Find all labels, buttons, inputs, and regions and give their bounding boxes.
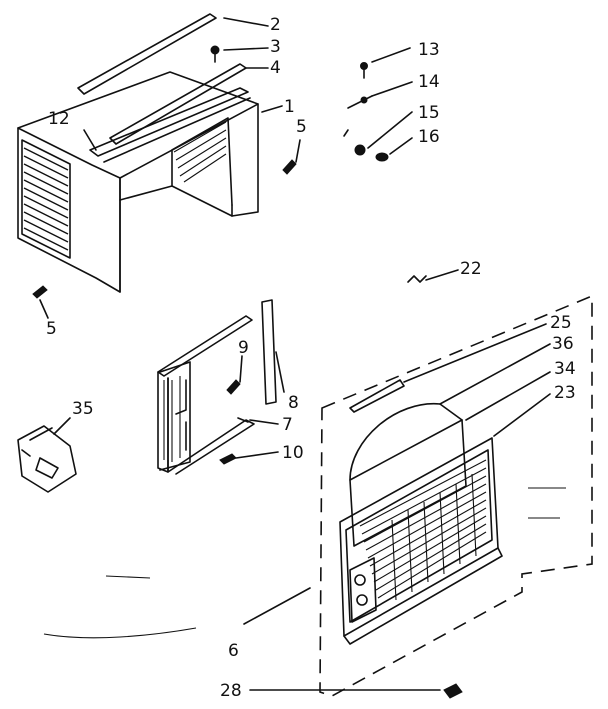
- callout-14: 14: [418, 72, 440, 92]
- callout-23: 23: [554, 383, 576, 403]
- callout-34: 34: [554, 359, 576, 379]
- leader-lines: [39, 17, 551, 691]
- callout-8: 8: [288, 393, 299, 413]
- cabinet-shell: [17, 71, 259, 293]
- callout-4: 4: [270, 58, 281, 78]
- part-22-mark: [407, 275, 427, 283]
- rail-4: [109, 63, 247, 145]
- stray-mark: [43, 627, 197, 639]
- callout-9: 9: [238, 338, 249, 358]
- callout-28: 28: [220, 681, 242, 701]
- hardware-13-16: [343, 62, 389, 162]
- part-35-housing: [17, 425, 77, 493]
- callout-36: 36: [552, 334, 574, 354]
- screw-3: [210, 45, 220, 63]
- callout-3: 3: [270, 37, 281, 57]
- bar-8: [261, 299, 277, 405]
- callout-5-left: 5: [46, 319, 57, 339]
- filter-strip-25: [349, 379, 405, 413]
- screw-9: [226, 379, 241, 395]
- callout-16: 16: [418, 127, 440, 147]
- callout-2: 2: [270, 15, 281, 35]
- screw-10: [219, 453, 237, 465]
- callout-22: 22: [460, 259, 482, 279]
- callout-7: 7: [282, 415, 293, 435]
- bracket-7: [237, 417, 249, 423]
- top-rail: [77, 13, 217, 95]
- side-curtain-assembly: [157, 315, 255, 475]
- screw-28: [443, 683, 463, 699]
- callout-labels: 2 3 4 1 5 12 5 13 14 15 16 22 25 36 34 2…: [46, 15, 576, 701]
- screw-5-left: [32, 285, 48, 299]
- callout-15: 15: [418, 103, 440, 123]
- callout-35: 35: [72, 399, 94, 419]
- callout-13: 13: [418, 40, 440, 60]
- callout-10: 10: [282, 443, 304, 463]
- callout-6: 6: [228, 641, 239, 661]
- panel-34: [349, 419, 467, 547]
- callout-25: 25: [550, 313, 572, 333]
- screw-5-right: [282, 159, 297, 175]
- grille-dashed-outline: [319, 294, 593, 697]
- grille-frame-23: [339, 437, 503, 645]
- callout-5-right: 5: [296, 117, 307, 137]
- callout-1: 1: [284, 97, 295, 117]
- callout-12: 12: [48, 109, 70, 129]
